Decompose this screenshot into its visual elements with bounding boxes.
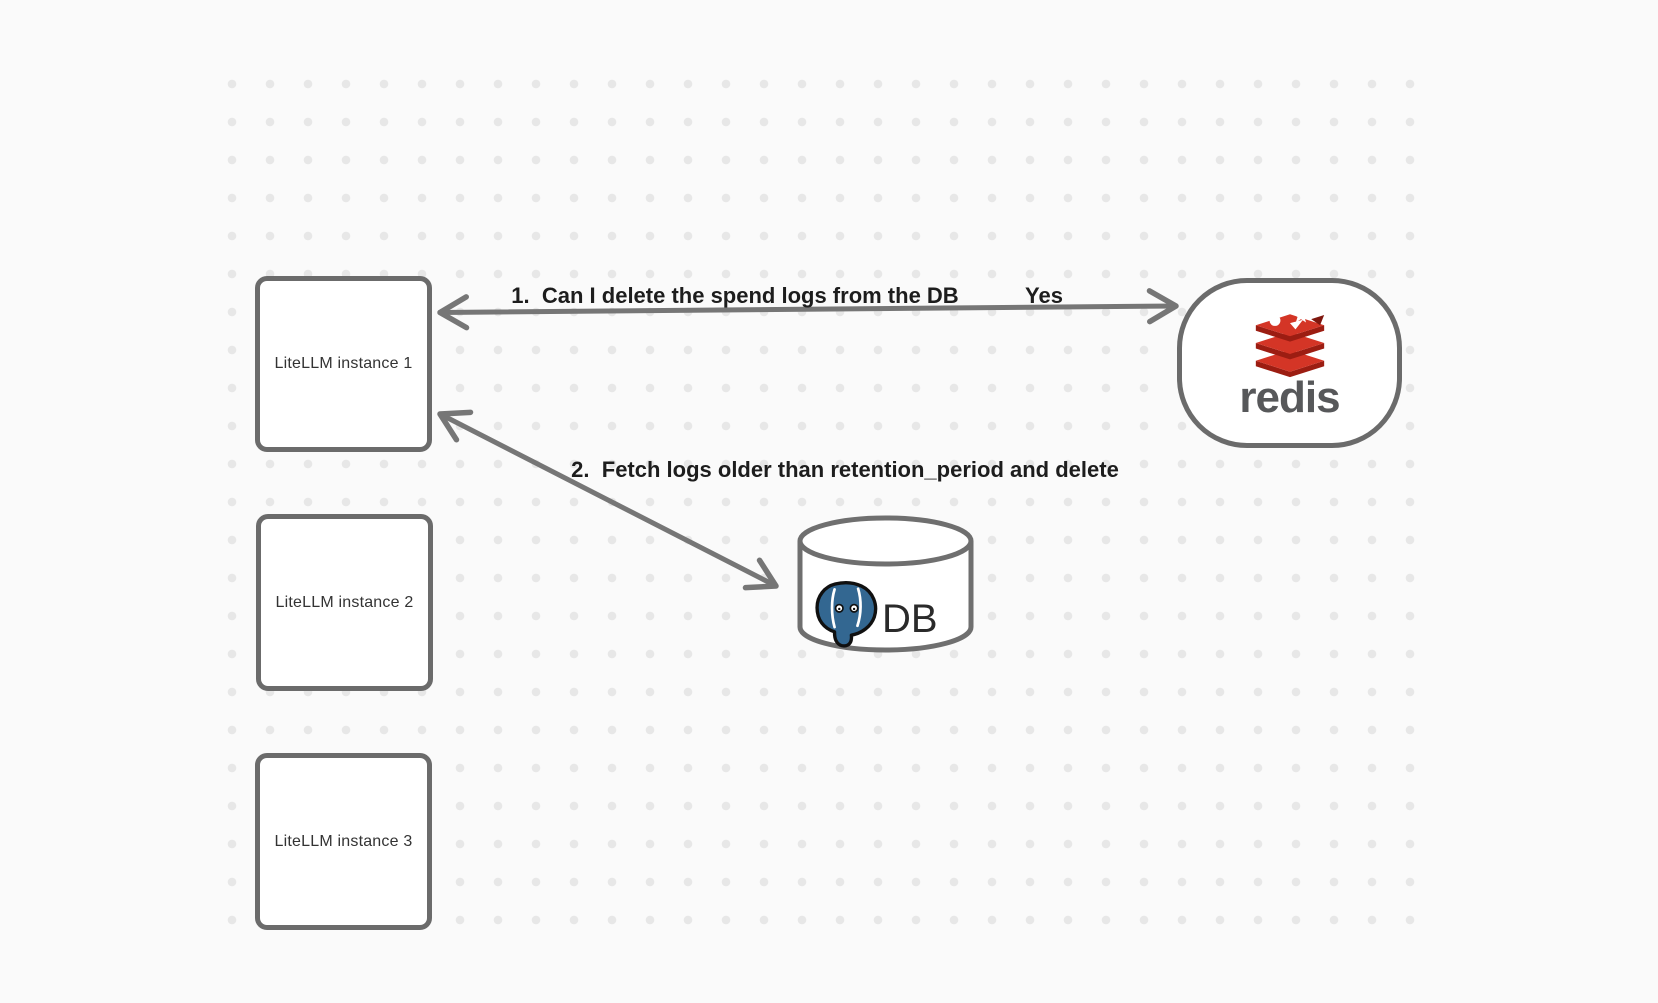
arrow-litellm1-redis[interactable]: [437, 288, 1179, 331]
edge-1-label[interactable]: 1. Can I delete the spend logs from the …: [511, 283, 959, 308]
db-cylinder-node[interactable]: DB: [797, 514, 976, 656]
redis-wordmark-label: redis: [1239, 372, 1340, 422]
edge-1-response-label[interactable]: Yes: [1025, 283, 1063, 308]
litellm-instance-2-node[interactable]: LiteLLM instance 2: [256, 514, 433, 691]
litellm-instance-2-label: LiteLLM instance 2: [275, 593, 414, 611]
db-label: DB: [882, 597, 938, 641]
redis-node[interactable]: redis: [1177, 278, 1402, 448]
litellm-instance-1-node[interactable]: LiteLLM instance 1: [255, 276, 432, 452]
redis-logo-icon: [1255, 308, 1324, 377]
litellm-instance-1-label: LiteLLM instance 1: [274, 355, 413, 372]
litellm-instance-3-label: LiteLLM instance 3: [274, 832, 413, 850]
arrow-litellm1-db[interactable]: [437, 409, 779, 591]
postgresql-elephant-icon: [815, 581, 878, 648]
litellm-instance-3-node[interactable]: LiteLLM instance 3: [255, 753, 432, 930]
edge-2-label[interactable]: 2. Fetch logs older than retention_perio…: [571, 457, 1119, 482]
